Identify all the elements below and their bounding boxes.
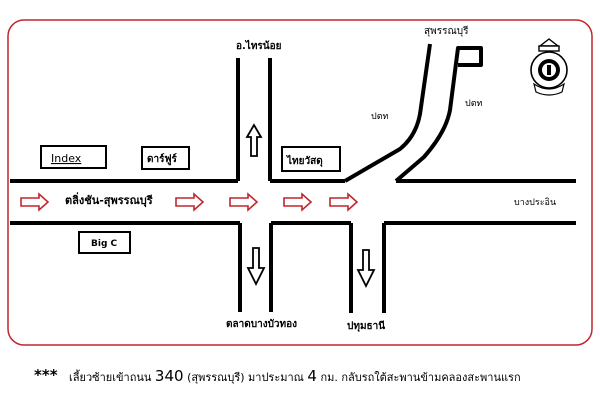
footnote-road-number: 340 <box>154 367 184 385</box>
school-emblem-icon <box>530 38 568 96</box>
footnote-part3: กม. กลับรถใต้สะพานข้ามคลองสะพานแรก <box>320 371 521 384</box>
footnote-distance: 4 <box>307 367 317 385</box>
landmark-thai-wasadu-box <box>281 146 341 172</box>
landmark-big-c: Big C <box>78 231 131 254</box>
label-ptt-left: ปตท <box>371 112 389 122</box>
south-road-pathum <box>349 223 386 313</box>
south-road-market <box>238 223 273 312</box>
north-road <box>236 58 272 181</box>
arrow-down-icon <box>356 249 376 289</box>
arrow-right-icon <box>20 192 50 212</box>
landmark-thai-wasadu-label: ไทยวัสดุ <box>286 154 323 167</box>
label-pathum-thani: ปทุมธานี <box>347 320 385 332</box>
emblem-crown <box>537 38 561 47</box>
landmark-dar-phu-label: ดาร์ฟูร์ <box>147 153 178 166</box>
suphanburi-road-right-edge <box>394 46 483 183</box>
directions-footnote: *** เลี้ยวซ้ายเข้าถนน 340 (สุพรรณบุรี) ม… <box>34 366 594 386</box>
road-arrows <box>245 123 376 289</box>
arrow-right-icon <box>283 192 313 212</box>
arrow-right-icon <box>175 192 205 212</box>
label-ptt-right: ปตท <box>465 99 483 109</box>
label-bang-bua-thong-market: ตลาดบางบัวทอง <box>226 318 297 330</box>
landmark-index-label: Index <box>51 152 82 165</box>
arrow-down-icon <box>246 247 266 287</box>
arrow-right-icon <box>229 192 259 212</box>
landmark-thai-wasadu: ไทยวัสดุ <box>281 146 341 172</box>
emblem-crown-base <box>538 45 560 52</box>
suphanburi-road <box>343 43 483 183</box>
arrow-up-icon <box>245 123 263 157</box>
label-bang-pra-in: บางประอิน <box>514 197 556 208</box>
label-suphanburi: สุพรรณบุรี <box>424 25 469 37</box>
direction-arrows <box>20 192 359 212</box>
emblem-center-mark <box>547 65 551 75</box>
landmark-dar-phu-box <box>141 146 190 170</box>
map-border <box>7 19 593 346</box>
footnote-part1: เลี้ยวซ้ายเข้าถนน <box>69 371 152 384</box>
landmark-big-c-box <box>78 231 131 254</box>
footnote-part2: (สุพรรณบุรี) มาประมาณ <box>187 371 304 384</box>
footnote-stars: *** <box>34 366 58 384</box>
landmark-dar-phu: ดาร์ฟูร์ <box>141 146 190 170</box>
label-sai-noi: อ.ไทรน้อย <box>236 39 282 52</box>
label-main-road: ตลิ่งชัน-สุพรรณบุรี <box>65 192 153 208</box>
suphanburi-road-left-edge <box>343 43 432 183</box>
emblem-ribbon <box>533 82 565 96</box>
landmark-index: Index <box>40 145 107 169</box>
landmark-index-box <box>40 145 107 169</box>
arrow-right-icon <box>329 192 359 212</box>
main-road <box>10 179 576 225</box>
landmark-big-c-label: Big C <box>91 239 118 249</box>
